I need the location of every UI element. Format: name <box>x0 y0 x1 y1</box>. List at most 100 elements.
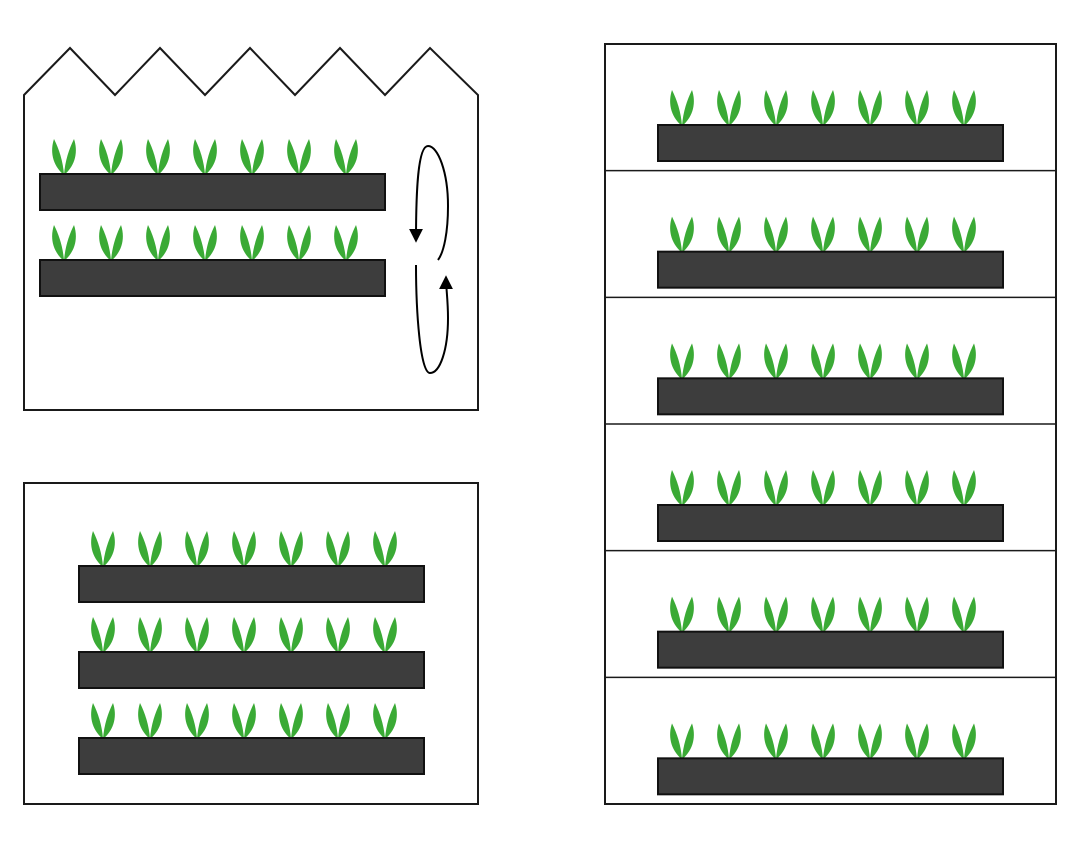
seedling-leaf-right <box>150 531 162 567</box>
seedling-leaf-left <box>952 216 964 253</box>
seedling-icon <box>138 617 162 653</box>
seedling-icon <box>717 470 741 506</box>
seedling-leaf-right <box>252 225 264 261</box>
seedling-leaf-right <box>823 596 835 633</box>
indoor-trays <box>78 531 425 775</box>
seedling-icon <box>952 216 976 253</box>
seedling-leaf-right <box>682 723 694 760</box>
seedling-leaf-left <box>279 703 291 739</box>
seedling-leaf-left <box>334 225 346 261</box>
tray-bed <box>39 259 386 297</box>
seedling-leaf-right <box>870 90 882 126</box>
seedling-icon <box>670 343 694 380</box>
seedling-leaf-left <box>146 225 158 261</box>
seedling-icon <box>858 343 882 380</box>
seedling-leaf-right <box>917 343 929 380</box>
seedling-icon <box>138 531 162 567</box>
seedling-leaf-left <box>373 703 385 739</box>
seedling-leaf-right <box>870 723 882 760</box>
tray-bed <box>657 757 1004 796</box>
seedling-leaf-left <box>91 617 103 653</box>
seedling-leaf-left <box>146 139 158 175</box>
seedling-leaf-right <box>917 723 929 760</box>
seedling-leaf-left <box>373 531 385 567</box>
seedling-icon <box>717 723 741 760</box>
seedling-icon <box>287 225 311 261</box>
seedling-icon <box>952 596 976 633</box>
growing-tray <box>78 531 425 603</box>
seedling-icon <box>952 470 976 506</box>
seedling-leaf-right <box>776 470 788 506</box>
seedling-leaf-right <box>338 531 350 567</box>
seedling-icon <box>326 531 350 567</box>
seedling-icon <box>811 343 835 380</box>
seedling-leaf-right <box>729 343 741 380</box>
seedling-leaf-left <box>858 723 870 760</box>
seedling-leaf-right <box>205 225 217 261</box>
tray-bed <box>78 651 425 689</box>
seedling-leaf-right <box>197 703 209 739</box>
seedling-leaf-right <box>103 617 115 653</box>
seedling-leaf-right <box>64 225 76 261</box>
seedling-icon <box>858 723 882 760</box>
seedling-leaf-right <box>291 531 303 567</box>
seedling-leaf-left <box>811 596 823 633</box>
tray-bed <box>657 377 1004 416</box>
growing-tray <box>657 723 1004 796</box>
seedling-leaf-left <box>858 470 870 506</box>
seedling-leaf-left <box>99 139 111 175</box>
seedling-leaf-right <box>338 703 350 739</box>
seedling-leaf-left <box>811 90 823 126</box>
seedling-icon <box>764 470 788 506</box>
seedling-leaf-right <box>917 216 929 253</box>
seedling-icon <box>811 596 835 633</box>
seedling-leaf-right <box>682 90 694 126</box>
seedling-leaf-left <box>764 470 776 506</box>
seedling-leaf-left <box>764 343 776 380</box>
seedling-leaf-right <box>729 723 741 760</box>
growing-tray <box>39 225 386 297</box>
seedling-leaf-left <box>811 216 823 253</box>
seedling-leaf-right <box>111 139 123 175</box>
seedling-icon <box>905 596 929 633</box>
seedling-icon <box>334 225 358 261</box>
seedling-icon <box>232 617 256 653</box>
seedling-leaf-left <box>232 617 244 653</box>
seedling-leaf-left <box>764 723 776 760</box>
seedling-icon <box>91 531 115 567</box>
seedling-leaf-right <box>776 343 788 380</box>
seedling-leaf-right <box>111 225 123 261</box>
seedling-leaf-right <box>729 470 741 506</box>
seedling-icon <box>91 617 115 653</box>
seedling-leaf-left <box>905 723 917 760</box>
growing-tray <box>657 596 1004 669</box>
seedling-icon <box>764 343 788 380</box>
seedling-leaf-right <box>964 596 976 633</box>
seedling-leaf-right <box>870 470 882 506</box>
shelf-level <box>657 596 1004 669</box>
seedling-leaf-left <box>670 723 682 760</box>
seedling-leaf-left <box>905 596 917 633</box>
seedling-leaf-left <box>811 470 823 506</box>
shelf-level <box>657 343 1004 416</box>
seedling-icon <box>905 470 929 506</box>
seedling-leaf-right <box>776 216 788 253</box>
seedling-leaf-left <box>373 617 385 653</box>
tray-bed <box>657 630 1004 669</box>
seedling-icon <box>670 596 694 633</box>
seedling-leaf-left <box>717 470 729 506</box>
seedling-icon <box>764 90 788 126</box>
seedling-icon <box>185 531 209 567</box>
seedling-leaf-left <box>717 90 729 126</box>
seedling-leaf-right <box>917 90 929 126</box>
seedling-leaf-left <box>764 596 776 633</box>
seedling-leaf-left <box>193 225 205 261</box>
seedling-icon <box>373 703 397 739</box>
seedling-leaf-right <box>823 216 835 253</box>
seedling-icon <box>232 531 256 567</box>
seedling-leaf-left <box>952 596 964 633</box>
seedling-leaf-left <box>326 617 338 653</box>
shelf-level <box>657 216 1004 289</box>
seedling-leaf-left <box>287 225 299 261</box>
seedling-icon <box>240 139 264 175</box>
